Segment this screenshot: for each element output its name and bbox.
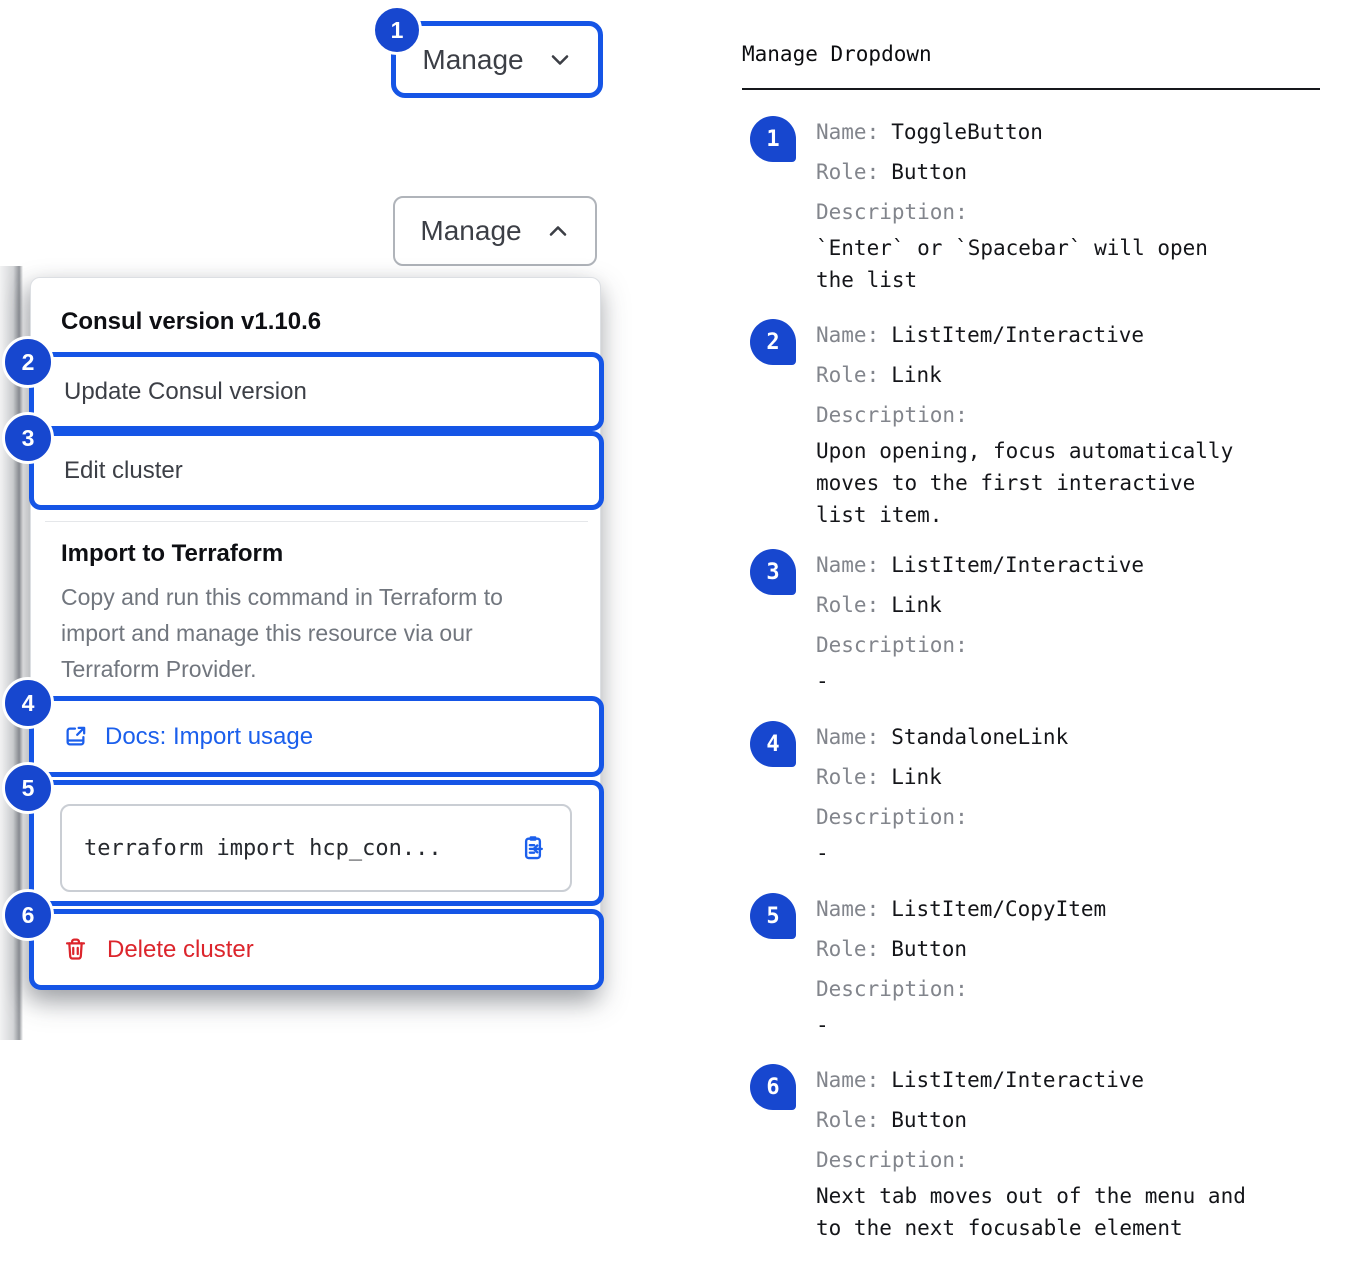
component-role: Link	[891, 363, 942, 387]
manage-toggle-button-collapsed[interactable]: Manage	[391, 21, 603, 98]
menu-item-edit-cluster[interactable]: Edit cluster	[29, 431, 604, 510]
spec-entry-3: 3 Name: ListItem/Interactive Role: Link De…	[750, 545, 1296, 697]
trash-icon	[65, 938, 86, 960]
role-label: Role:	[816, 937, 880, 961]
name-label: Name:	[816, 897, 880, 921]
chevron-down-icon	[551, 54, 568, 65]
annotation-badge-6: 6	[2, 889, 54, 941]
manage-toggle-label: Manage	[420, 215, 522, 246]
spec-entry-4: 4 Name: StandaloneLink Role: Link Descript…	[750, 717, 1296, 869]
component-name: ListItem/Interactive	[891, 553, 1145, 577]
description-label: Description:	[816, 200, 968, 224]
menu-item-label: Update Consul version	[64, 377, 307, 405]
menu-item-docs-import-usage[interactable]: Docs: Import usage	[29, 696, 604, 777]
annotation-badge: 4	[750, 721, 796, 767]
docs-link-label: Docs: Import usage	[105, 722, 314, 750]
role-label: Role:	[816, 160, 880, 184]
name-label: Name:	[816, 120, 880, 144]
spec-title: Manage Dropdown	[742, 42, 932, 66]
spec-entry-2: 2 Name: ListItem/Interactive Role: Link De…	[750, 315, 1296, 531]
consul-version-header: Consul version v1.10.6	[61, 308, 322, 335]
copy-command-button[interactable]: terraform import hcp_con...	[60, 804, 572, 892]
description-label: Description:	[816, 403, 968, 427]
component-name: ListItem/CopyItem	[891, 897, 1107, 921]
chevron-up-icon	[549, 226, 566, 236]
clipboard-copy-icon	[524, 836, 543, 860]
description-label: Description:	[816, 633, 968, 657]
component-description: `Enter` or `Spacebar` will open the list	[816, 236, 1208, 292]
component-description: Upon opening, focus automatically moves …	[816, 439, 1234, 527]
component-description: Next tab moves out of the menu and to th…	[816, 1184, 1246, 1240]
annotation-badge: 5	[750, 893, 796, 939]
import-section-title: Import to Terraform	[61, 540, 284, 567]
spec-entry-5: 5 Name: ListItem/CopyItem Role: Button Des…	[750, 889, 1296, 1041]
terraform-command-text: terraform import hcp_con...	[84, 835, 442, 861]
component-name: ListItem/Interactive	[891, 323, 1145, 347]
docs-link-icon	[66, 726, 86, 746]
name-label: Name:	[816, 1068, 880, 1092]
role-label: Role:	[816, 363, 880, 387]
component-role: Button	[891, 160, 968, 184]
manage-toggle-label: Manage	[422, 43, 524, 75]
component-role: Button	[891, 937, 968, 961]
import-section-description: Copy and run this command in Terraform t…	[61, 584, 503, 682]
component-description: -	[816, 841, 829, 865]
delete-cluster-label: Delete cluster	[107, 935, 254, 963]
manage-toggle-button-expanded[interactable]: Manage	[393, 196, 597, 266]
annotation-badge: 6	[750, 1064, 796, 1110]
spec-title-divider	[742, 88, 1320, 90]
component-role: Button	[891, 1108, 968, 1132]
annotation-badge: 1	[750, 116, 796, 162]
name-label: Name:	[816, 553, 880, 577]
manage-dropdown-menu: Consul version v1.10.6 Update Consul ver…	[29, 277, 604, 990]
spec-entry-1: 1 Name: ToggleButton Role: Button Descript…	[750, 112, 1296, 296]
annotation-badge-4: 4	[2, 677, 54, 729]
role-label: Role:	[816, 765, 880, 789]
description-label: Description:	[816, 1148, 968, 1172]
role-label: Role:	[816, 1108, 880, 1132]
role-label: Role:	[816, 593, 880, 617]
component-name: ToggleButton	[891, 120, 1043, 144]
menu-item-label: Edit cluster	[64, 456, 183, 484]
name-label: Name:	[816, 323, 880, 347]
component-role: Link	[891, 593, 942, 617]
annotation-badge-3: 3	[2, 412, 54, 464]
name-label: Name:	[816, 725, 880, 749]
annotation-badge: 3	[750, 549, 796, 595]
menu-item-update-consul-version[interactable]: Update Consul version	[29, 352, 604, 431]
component-role: Link	[891, 765, 942, 789]
description-label: Description:	[816, 805, 968, 829]
annotation-badge-1: 1	[372, 5, 422, 55]
menu-item-delete-cluster[interactable]: Delete cluster	[29, 909, 604, 990]
menu-item-copy-command: terraform import hcp_con...	[29, 780, 604, 906]
annotation-badge-5: 5	[2, 762, 54, 814]
component-description: -	[816, 669, 829, 693]
component-name: ListItem/Interactive	[891, 1068, 1145, 1092]
component-name: StandaloneLink	[891, 725, 1069, 749]
annotation-badge-2: 2	[2, 336, 54, 388]
spec-entry-6: 6 Name:ListItem/Interactive Role:Button …	[750, 1060, 1296, 1244]
menu-section-divider	[45, 521, 588, 522]
description-label: Description:	[816, 977, 968, 1001]
component-description: -	[816, 1013, 829, 1037]
annotation-badge: 2	[750, 319, 796, 365]
